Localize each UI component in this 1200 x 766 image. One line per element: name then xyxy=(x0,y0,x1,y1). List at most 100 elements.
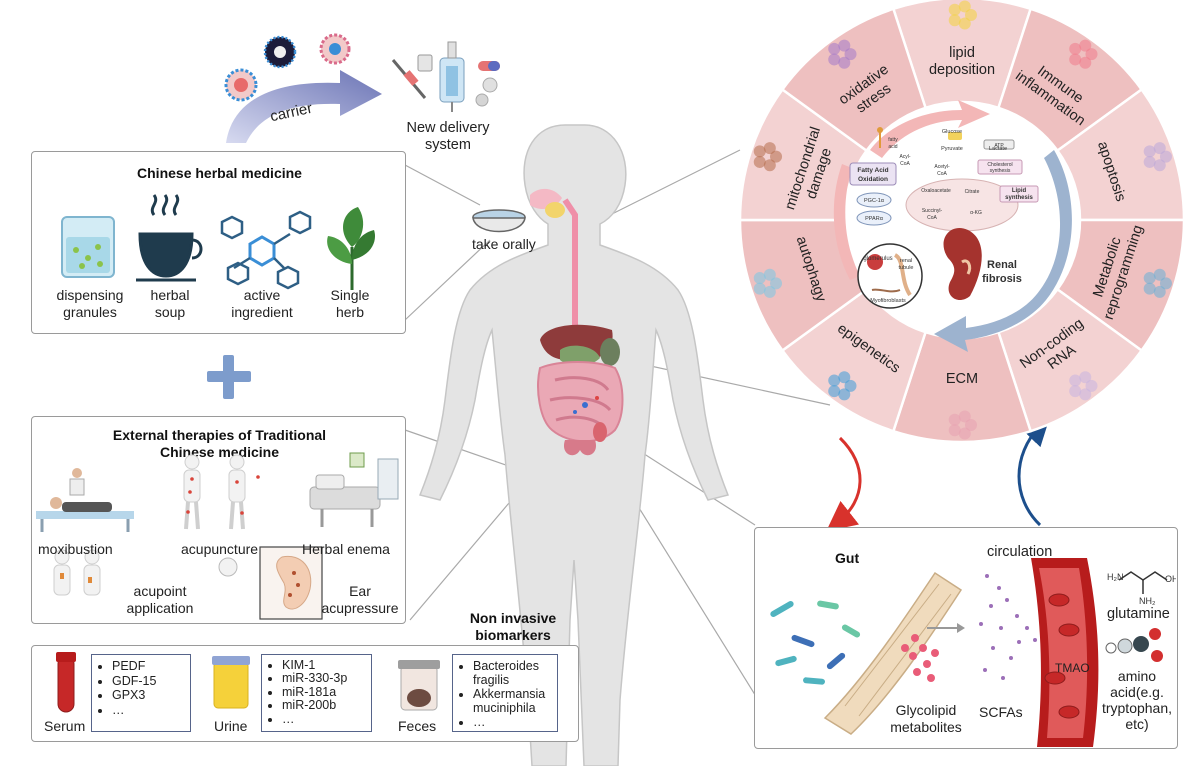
wheel-segment-icon xyxy=(828,39,857,69)
glutamine-molecule-icon xyxy=(1118,571,1168,594)
wheel-center-label: Cholesterol xyxy=(987,162,1012,168)
wheel-cycle-arrow-blue xyxy=(934,150,1072,352)
feces-label: Feces xyxy=(398,718,437,734)
wheel-segment-icon xyxy=(1143,268,1172,298)
wheel-center-label: acid xyxy=(888,144,897,150)
red-curved-arrow xyxy=(826,436,862,532)
serum-tube-icon xyxy=(56,652,76,713)
red-blood-cells xyxy=(1044,593,1080,719)
take-orally-label: take orally xyxy=(472,236,536,252)
scfa-dots xyxy=(979,574,1047,680)
urine-biomarker: miR-181a xyxy=(282,685,371,699)
wheel-center-label: PGC-1α xyxy=(864,198,885,204)
wheel-cycle-arrow-left xyxy=(833,164,860,280)
herbal-soup-cup-icon xyxy=(136,194,203,282)
urine-biomarker: KIM-1 xyxy=(282,658,371,672)
single-herb-plant-icon xyxy=(327,207,376,290)
human-body-silhouette xyxy=(418,124,730,766)
serum-biomarker: PEDF xyxy=(112,659,190,674)
granules-beaker-icon xyxy=(61,216,115,278)
wheel-segment-icon xyxy=(1143,142,1172,172)
biomarkers-panel: Serum PEDF GDF-15 GPX3 … Urine KIM-1 miR… xyxy=(31,645,579,742)
blue-curved-arrow xyxy=(1017,415,1051,527)
tmao-label: TMAO xyxy=(1055,661,1090,675)
wheel-center-label: PPARα xyxy=(865,216,884,222)
carrier-arrow xyxy=(226,70,382,143)
gut-label: Gut xyxy=(835,550,860,566)
amino-acid-molecule-icon xyxy=(1105,628,1163,662)
wheel-center-label: Lactate xyxy=(989,146,1007,152)
external-therapy-icons xyxy=(36,452,399,620)
wheel-center-label: Oxaloacetate xyxy=(921,188,951,194)
feces-biomarker: Bacteroides fragilis xyxy=(473,659,557,687)
nanoparticle-icons xyxy=(224,33,351,102)
serum-biomarker-box: PEDF GDF-15 GPX3 … xyxy=(91,654,191,732)
urine-label: Urine xyxy=(214,718,248,734)
wheel-center-label: fibrosis xyxy=(982,273,1022,285)
wheel-center-label: Succinyl- xyxy=(922,208,943,214)
wheel-center-label: Lipid xyxy=(1012,188,1027,194)
wheel-center-label: Acetyl- xyxy=(934,164,950,170)
intestinal-wall xyxy=(823,571,963,735)
scfas-label: SCFAs xyxy=(979,704,1023,720)
herbal-medicine-panel: Chinese herbal medicine xyxy=(31,151,406,334)
wheel-segment-label: ECM xyxy=(946,371,978,387)
wheel-center-label: Glucose xyxy=(942,129,962,135)
urine-cup-icon xyxy=(212,656,250,709)
wheel-segment-icon xyxy=(1069,39,1098,69)
wheel-center-label: fatty xyxy=(888,137,898,143)
ear-acupressure-icon xyxy=(218,546,323,620)
wheel-center-label: Citrate xyxy=(965,189,980,195)
wheel-segment-icon xyxy=(828,371,857,401)
wheel-segment-icon xyxy=(753,142,783,172)
feces-jar-icon xyxy=(398,660,440,711)
svg-text:NH₂: NH₂ xyxy=(1139,596,1156,606)
wheel-segment-icon xyxy=(753,268,783,298)
wheel-segment-icon xyxy=(1069,371,1098,401)
wheel-center-label: synthesis xyxy=(990,168,1011,174)
acupuncture-figures-icon xyxy=(183,454,246,530)
feces-biomarker: … xyxy=(473,715,557,729)
acupoint-application-icon xyxy=(53,549,101,596)
herbal-enema-label: Herbal enema xyxy=(302,541,390,557)
herbal-icons xyxy=(61,194,376,290)
wheel-center-label: α-KG xyxy=(970,210,982,216)
wheel-center-label: CoA xyxy=(927,215,937,221)
urine-biomarker: miR-200b xyxy=(282,698,371,712)
wheel-center-label: CoA xyxy=(900,161,910,167)
wheel-center-label: Myofibroblasts xyxy=(870,298,906,304)
serum-biomarker: GDF-15 xyxy=(112,674,190,689)
wheel-center-diagram xyxy=(849,127,1039,309)
wheel-center-label: synthesis xyxy=(1005,195,1033,201)
circulation-label: circulation xyxy=(987,544,1053,560)
herbal-panel-title: Chinese herbal medicine xyxy=(137,165,302,181)
wheel-center-label: Acyl- xyxy=(899,154,910,160)
wheel-segments xyxy=(738,0,1186,444)
svg-text:OH: OH xyxy=(1165,574,1176,584)
serum-biomarker: GPX3 xyxy=(112,688,190,703)
plus-sign-icon xyxy=(207,355,251,399)
wheel-segment-icons xyxy=(753,0,1172,440)
wheel-segment-icon xyxy=(948,0,977,30)
wheel-center-label: Renal xyxy=(987,259,1017,271)
gut-illustration: H₂N OH NH₂ xyxy=(770,558,1176,747)
svg-text:H₂N: H₂N xyxy=(1107,572,1124,582)
wheel-center-label: Oxidation xyxy=(858,176,888,183)
wheel-center-label: Pyruvate xyxy=(941,146,963,152)
gut-circulation-panel: H₂N OH NH₂ Gut circulation glutamine TMA… xyxy=(754,527,1178,749)
wheel-center-label: CoA xyxy=(937,171,947,177)
wheel-center-label: tubule xyxy=(899,265,914,271)
wheel-center-label: renal xyxy=(900,258,912,264)
